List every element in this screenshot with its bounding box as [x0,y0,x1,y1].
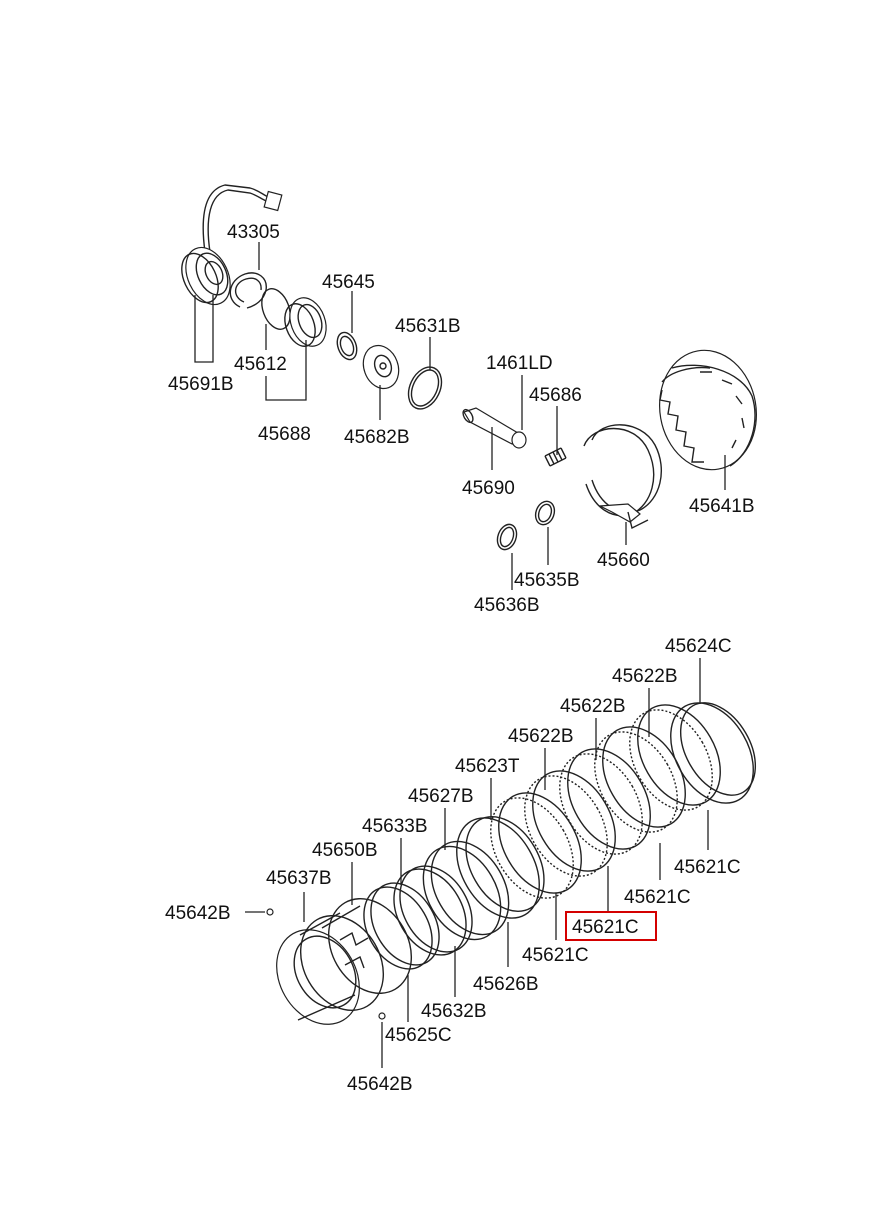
label-45688[interactable]: 45688 [258,424,311,445]
part-seal-ring [407,366,443,410]
label-45621C-c[interactable]: 45621C [572,917,639,938]
selected-part-highlight [565,911,657,941]
label-45632B[interactable]: 45632B [421,1001,487,1022]
part-labels: 43305 45691B 45612 45688 45645 45682B 45… [165,222,755,1095]
label-45650B[interactable]: 45650B [312,840,378,861]
part-check-ball-b [378,1012,386,1020]
label-45660[interactable]: 45660 [597,550,650,571]
label-45622B-c[interactable]: 45622B [508,726,574,747]
label-43305[interactable]: 43305 [227,222,280,243]
wire-harness [202,184,283,253]
label-45623T[interactable]: 45623T [455,756,520,777]
label-45621C-d[interactable]: 45621C [522,945,589,966]
part-pin [462,407,527,449]
label-45626B[interactable]: 45626B [473,974,539,995]
label-45645[interactable]: 45645 [322,272,375,293]
label-45690[interactable]: 45690 [462,478,515,499]
label-45622B-b[interactable]: 45622B [560,696,626,717]
part-o-ring [261,288,291,330]
label-1461LD[interactable]: 1461LD [486,353,553,374]
part-ring-45635B [534,500,556,526]
label-45625C[interactable]: 45625C [385,1025,452,1046]
label-45621C-a[interactable]: 45621C [674,857,741,878]
part-return-spring [363,882,440,970]
part-brake-band [583,424,662,530]
label-45622B-a[interactable]: 45622B [612,666,678,687]
label-45633B[interactable]: 45633B [362,816,428,837]
label-45627B[interactable]: 45627B [408,786,474,807]
label-45631B[interactable]: 45631B [395,316,461,337]
part-piston [284,297,327,347]
part-check-ball-a [266,908,274,916]
label-45621C-b[interactable]: 45621C [624,887,691,908]
part-ring-45636B [496,523,518,551]
label-45691B[interactable]: 45691B [168,374,234,395]
part-retainer [362,344,400,390]
label-45624C[interactable]: 45624C [665,636,732,657]
part-spring [544,447,567,467]
label-45636B[interactable]: 45636B [474,595,540,616]
label-45637B[interactable]: 45637B [266,868,332,889]
part-snap-ring [229,272,267,309]
label-45642B-b[interactable]: 45642B [347,1074,413,1095]
label-45642B-a[interactable]: 45642B [165,903,231,924]
label-45686[interactable]: 45686 [529,385,582,406]
part-clutch-housing [276,898,413,1025]
label-45682B[interactable]: 45682B [344,427,410,448]
label-45635B[interactable]: 45635B [514,570,580,591]
part-ring-45645 [336,331,358,361]
label-45641B[interactable]: 45641B [689,496,755,517]
leader-lines [194,242,726,1068]
part-clutch-drum [658,349,758,471]
part-solenoid [181,246,231,306]
label-45612[interactable]: 45612 [234,354,287,375]
clutch-plate-stack [393,702,757,956]
